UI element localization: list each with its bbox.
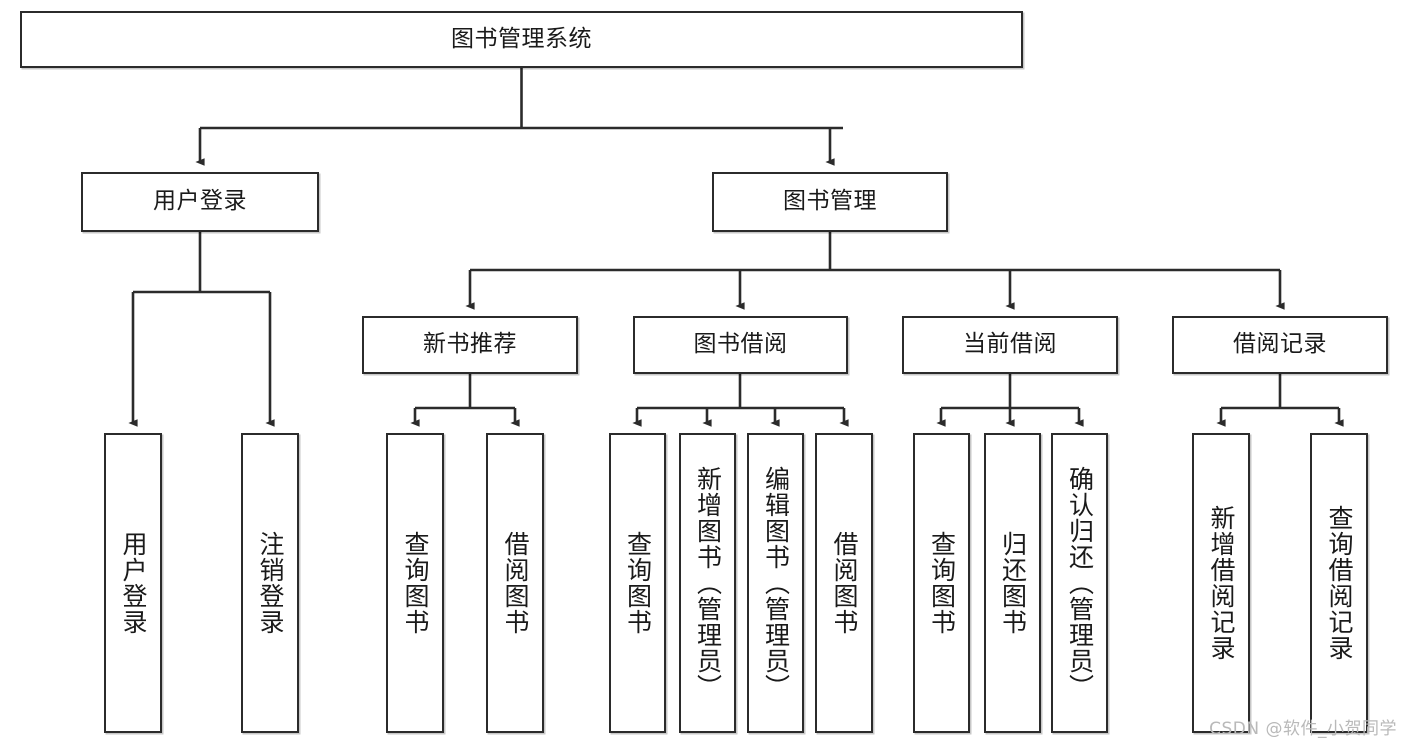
node-leaf-add-book-label: 新增图书（管理员） (693, 466, 723, 700)
node-leaf-user-login-label: 用户登录 (119, 531, 148, 635)
node-borrow-record[interactable]: 借阅记录 (1172, 316, 1388, 374)
node-leaf-query-borrow-record-label: 查询借阅记录 (1325, 505, 1354, 661)
node-borrow-record-label: 借阅记录 (1233, 331, 1327, 358)
node-leaf-borrow-book-1-label: 借阅图书 (501, 531, 530, 635)
node-current-borrow[interactable]: 当前借阅 (902, 316, 1118, 374)
node-leaf-add-book[interactable]: 新增图书（管理员） (679, 433, 736, 733)
node-book-manage-label: 图书管理 (783, 188, 877, 215)
node-leaf-query-book-2-label: 查询图书 (623, 531, 653, 635)
node-current-borrow-label: 当前借阅 (963, 331, 1057, 358)
node-leaf-query-book-2[interactable]: 查询图书 (609, 433, 666, 733)
node-new-book-recommend[interactable]: 新书推荐 (362, 316, 578, 374)
node-root[interactable]: 图书管理系统 (20, 11, 1023, 68)
node-user-login-label: 用户登录 (153, 188, 247, 215)
node-root-label: 图书管理系统 (451, 25, 592, 52)
node-leaf-borrow-book-2[interactable]: 借阅图书 (815, 433, 873, 733)
node-leaf-user-logout[interactable]: 注销登录 (241, 433, 299, 733)
csdn-watermark: CSDN @软件_小贺同学 (1209, 719, 1397, 739)
node-leaf-borrow-book-2-label: 借阅图书 (830, 531, 859, 635)
node-leaf-add-borrow-record[interactable]: 新增借阅记录 (1192, 433, 1250, 733)
node-leaf-borrow-book-1[interactable]: 借阅图书 (486, 433, 544, 733)
node-leaf-confirm-return[interactable]: 确认归还（管理员） (1051, 433, 1108, 733)
node-book-manage[interactable]: 图书管理 (712, 172, 948, 232)
node-leaf-query-book-3[interactable]: 查询图书 (913, 433, 970, 733)
node-leaf-confirm-return-label: 确认归还（管理员） (1065, 466, 1095, 700)
node-leaf-return-book-label: 归还图书 (998, 531, 1028, 635)
node-leaf-edit-book-label: 编辑图书（管理员） (761, 466, 791, 700)
node-leaf-query-book-1[interactable]: 查询图书 (386, 433, 444, 733)
node-leaf-query-borrow-record[interactable]: 查询借阅记录 (1310, 433, 1368, 733)
node-leaf-user-logout-label: 注销登录 (256, 531, 285, 635)
node-user-login[interactable]: 用户登录 (81, 172, 319, 232)
node-book-borrow-label: 图书借阅 (693, 331, 788, 358)
node-leaf-add-borrow-record-label: 新增借阅记录 (1207, 505, 1236, 661)
node-leaf-return-book[interactable]: 归还图书 (984, 433, 1041, 733)
node-leaf-query-book-3-label: 查询图书 (927, 531, 957, 635)
node-leaf-query-book-1-label: 查询图书 (401, 531, 430, 635)
node-book-borrow[interactable]: 图书借阅 (633, 316, 848, 374)
node-leaf-edit-book[interactable]: 编辑图书（管理员） (747, 433, 804, 733)
node-new-book-recommend-label: 新书推荐 (423, 331, 517, 358)
node-leaf-user-login[interactable]: 用户登录 (104, 433, 162, 733)
